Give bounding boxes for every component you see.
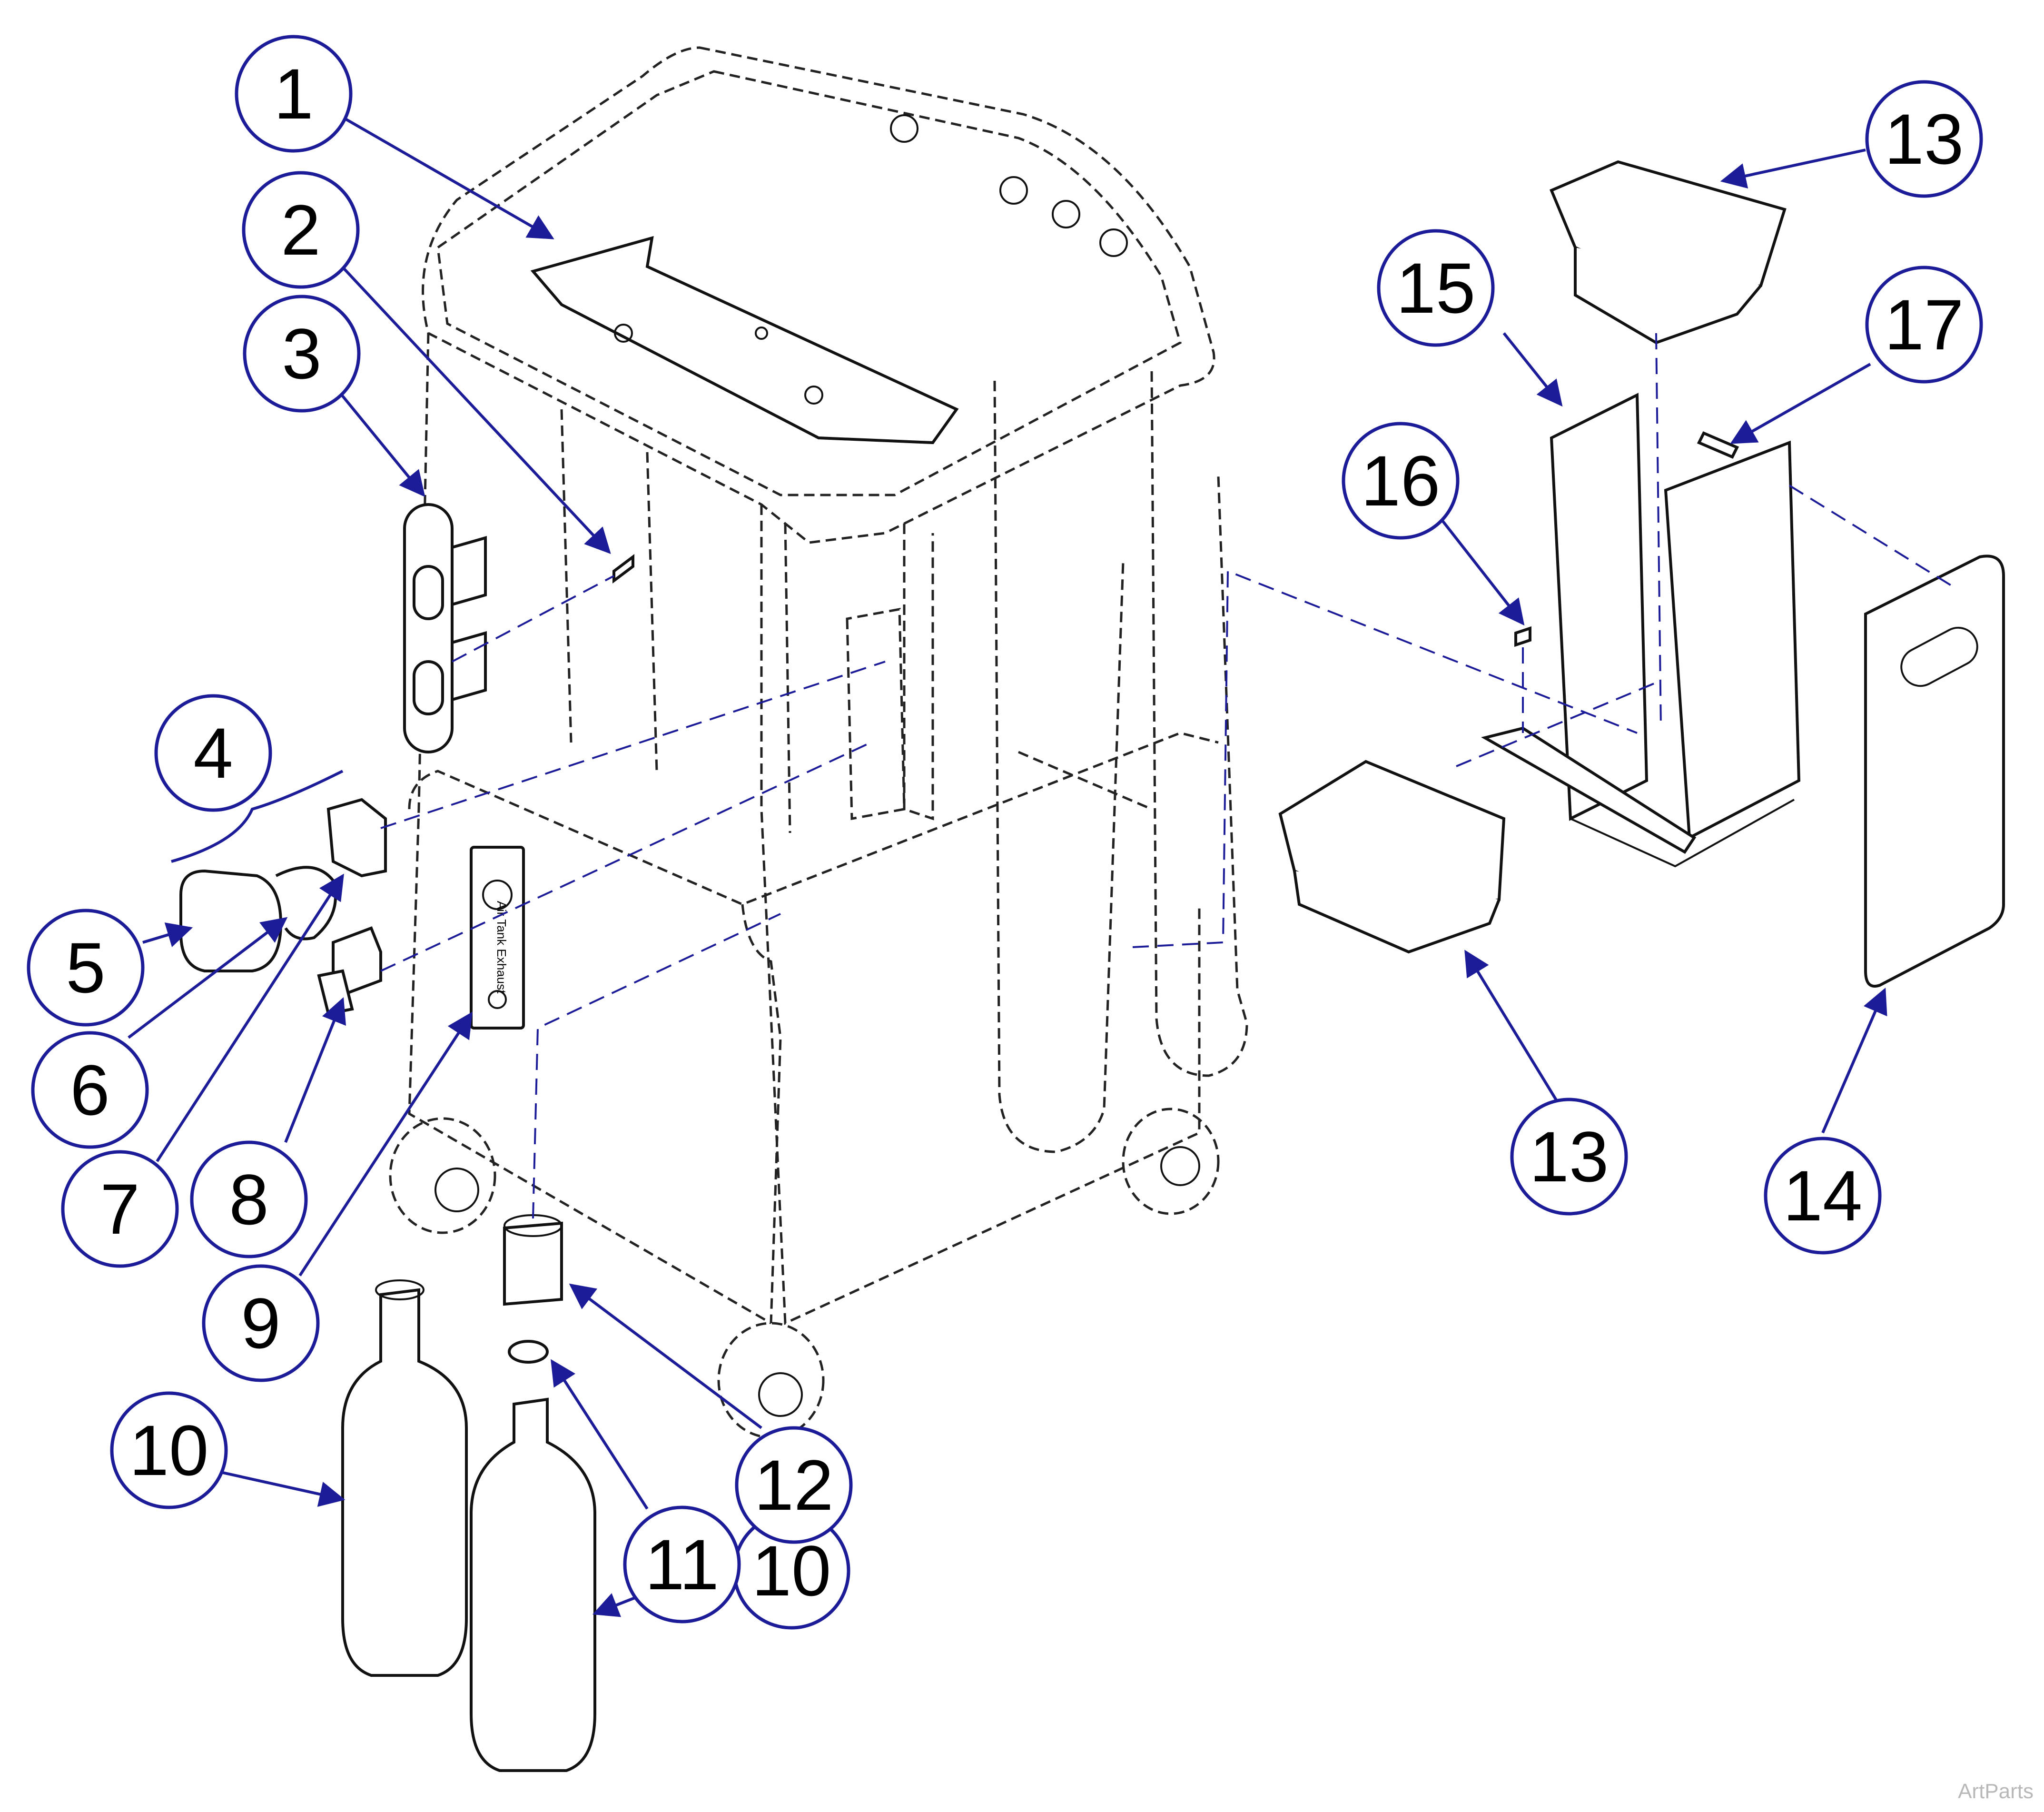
artparts-watermark: ArtParts <box>1958 1780 2034 1803</box>
callout-8: 8 <box>190 1140 308 1258</box>
callout-10-left: 10 <box>110 1391 228 1509</box>
bottle-part-left <box>341 1279 468 1677</box>
callout-17-label: 17 <box>1885 285 1964 365</box>
callout-5-label: 5 <box>66 928 105 1008</box>
callout-14: 14 <box>1764 1137 1882 1255</box>
cart-phantom-outline <box>389 46 1248 1439</box>
side-bracket-part <box>403 503 487 753</box>
callout-17: 17 <box>1865 266 1983 384</box>
callout-13-bottom-label: 13 <box>1530 1117 1609 1197</box>
callout-9-label: 9 <box>241 1283 280 1363</box>
callout-15: 15 <box>1377 229 1495 347</box>
callout-6-label: 6 <box>70 1050 109 1130</box>
bin-rack-part <box>1481 393 1801 868</box>
callout-13-bottom: 13 <box>1510 1098 1628 1216</box>
callout-8-label: 8 <box>229 1159 268 1239</box>
callout-12-label: 12 <box>754 1445 834 1525</box>
callout-13-top: 13 <box>1865 80 1983 198</box>
label-plate-part: Air Tank Exhaust <box>470 846 525 1030</box>
screw-part <box>612 554 634 584</box>
bottle-adapter-part <box>503 1214 563 1306</box>
callout-1-label: 1 <box>274 54 313 134</box>
callout-1: 1 <box>235 35 353 153</box>
callout-14-label: 14 <box>1783 1156 1863 1236</box>
callout-10-right: 10 <box>732 1512 850 1630</box>
callout-16-label: 16 <box>1361 441 1441 521</box>
callout-9: 9 <box>202 1264 320 1382</box>
callout-10-right-label: 10 <box>752 1531 831 1611</box>
o-ring-part <box>508 1340 549 1364</box>
callout-5: 5 <box>27 909 145 1027</box>
callout-7-label: 7 <box>100 1169 139 1249</box>
screw-17-part <box>1697 431 1739 459</box>
bin-part-bottom <box>1278 760 1506 954</box>
bin-part-top <box>1550 160 1787 345</box>
callout-7: 7 <box>61 1150 179 1268</box>
leader-lines <box>128 110 1887 1617</box>
callout-3-label: 3 <box>282 314 321 394</box>
callout-11: 11 <box>623 1505 741 1624</box>
callout-11-label: 11 <box>645 1525 719 1604</box>
mounting-bracket-part <box>530 236 959 445</box>
valve-part <box>317 926 382 1016</box>
screw-16-part <box>1514 626 1531 647</box>
callout-4: 4 <box>154 694 272 812</box>
callout-15-label: 15 <box>1396 248 1476 328</box>
callout-12: 12 <box>735 1426 853 1544</box>
assembly-axes <box>380 333 1952 1219</box>
callout-10-left-label: 10 <box>129 1410 209 1490</box>
side-cover-panel-part <box>1864 554 2005 988</box>
callout-6: 6 <box>31 1031 149 1149</box>
callout-16: 16 <box>1342 422 1460 540</box>
bottle-part-right <box>470 1397 596 1772</box>
callout-3: 3 <box>243 295 361 413</box>
callout-4-label: 4 <box>193 713 233 793</box>
callout-13-top-label: 13 <box>1885 99 1964 179</box>
callout-2: 2 <box>242 171 360 289</box>
callout-2-label: 2 <box>281 190 320 270</box>
